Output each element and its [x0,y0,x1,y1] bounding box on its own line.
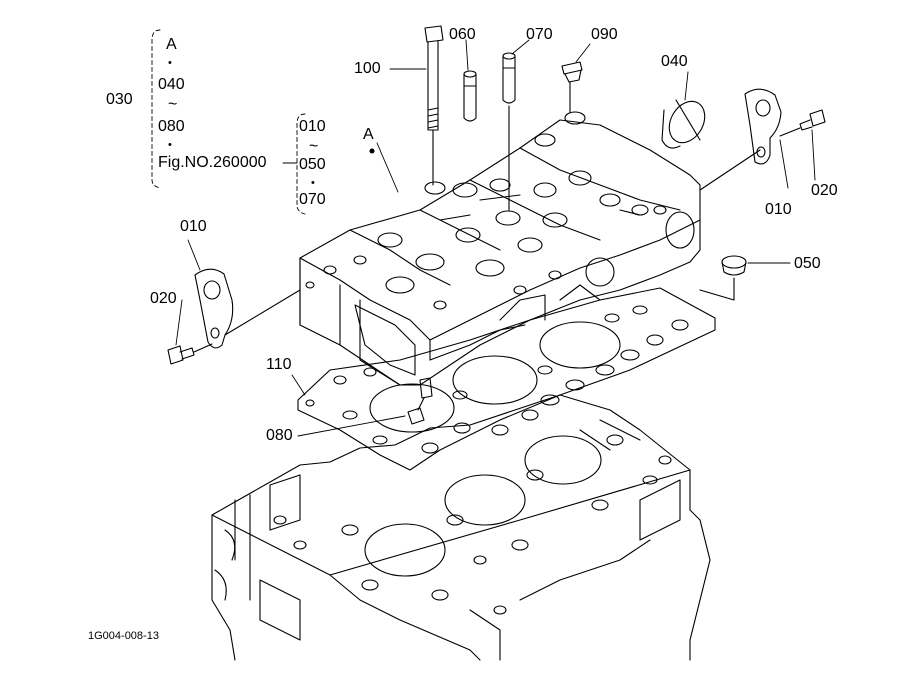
small-cap [699,255,747,301]
callout-010-left: 010 [180,218,207,235]
callout-110: 110 [266,356,292,373]
callout-040: 040 [661,53,688,70]
callout-100: 100 [354,60,381,77]
group-fig-010: 010 [299,118,326,135]
callout-020-right: 020 [811,182,838,199]
engine-hanger-left [194,268,301,349]
group-fig-dot: • [311,177,315,189]
cylinder-head [299,111,701,386]
group-030-fig-ref[interactable]: Fig.NO.260000 [158,154,267,171]
group-fig-070: 070 [299,191,326,208]
ref-a-dot [369,148,375,154]
callout-080: 080 [266,427,293,444]
group-030-040: 040 [158,76,185,93]
plug [561,61,583,113]
group-030-dot-1: • [168,57,172,69]
dowel-pin [407,377,433,425]
hanger-bolt-right [779,109,826,137]
callout-030: 030 [106,91,133,108]
valve-guide-2 [502,52,516,211]
head-bolt [424,25,444,186]
brackets [151,29,306,215]
callout-020-left: 020 [150,290,177,307]
callout-070: 070 [526,26,553,43]
group-030-080: 080 [158,118,185,135]
hanger-bolt-left [167,343,213,365]
group-030-dot-2: • [168,139,172,151]
footer-code: 1G004-008-13 [88,630,159,642]
engine-hanger-right [699,88,782,191]
group-030-a: A [166,36,177,53]
engine-block [211,394,711,661]
valve-guide [463,70,477,122]
callout-050: 050 [794,255,821,272]
callout-060: 060 [449,26,476,43]
callout-090: 090 [591,26,618,43]
head-gasket [297,287,716,471]
callout-010-right: 010 [765,201,792,218]
group-030-tilde: ~ [168,96,178,113]
callout-ref-a: A [363,126,374,143]
head-cap [661,99,706,149]
group-fig-tilde: ~ [309,138,319,155]
leader-lines [175,39,816,437]
group-fig-050: 050 [299,156,326,173]
